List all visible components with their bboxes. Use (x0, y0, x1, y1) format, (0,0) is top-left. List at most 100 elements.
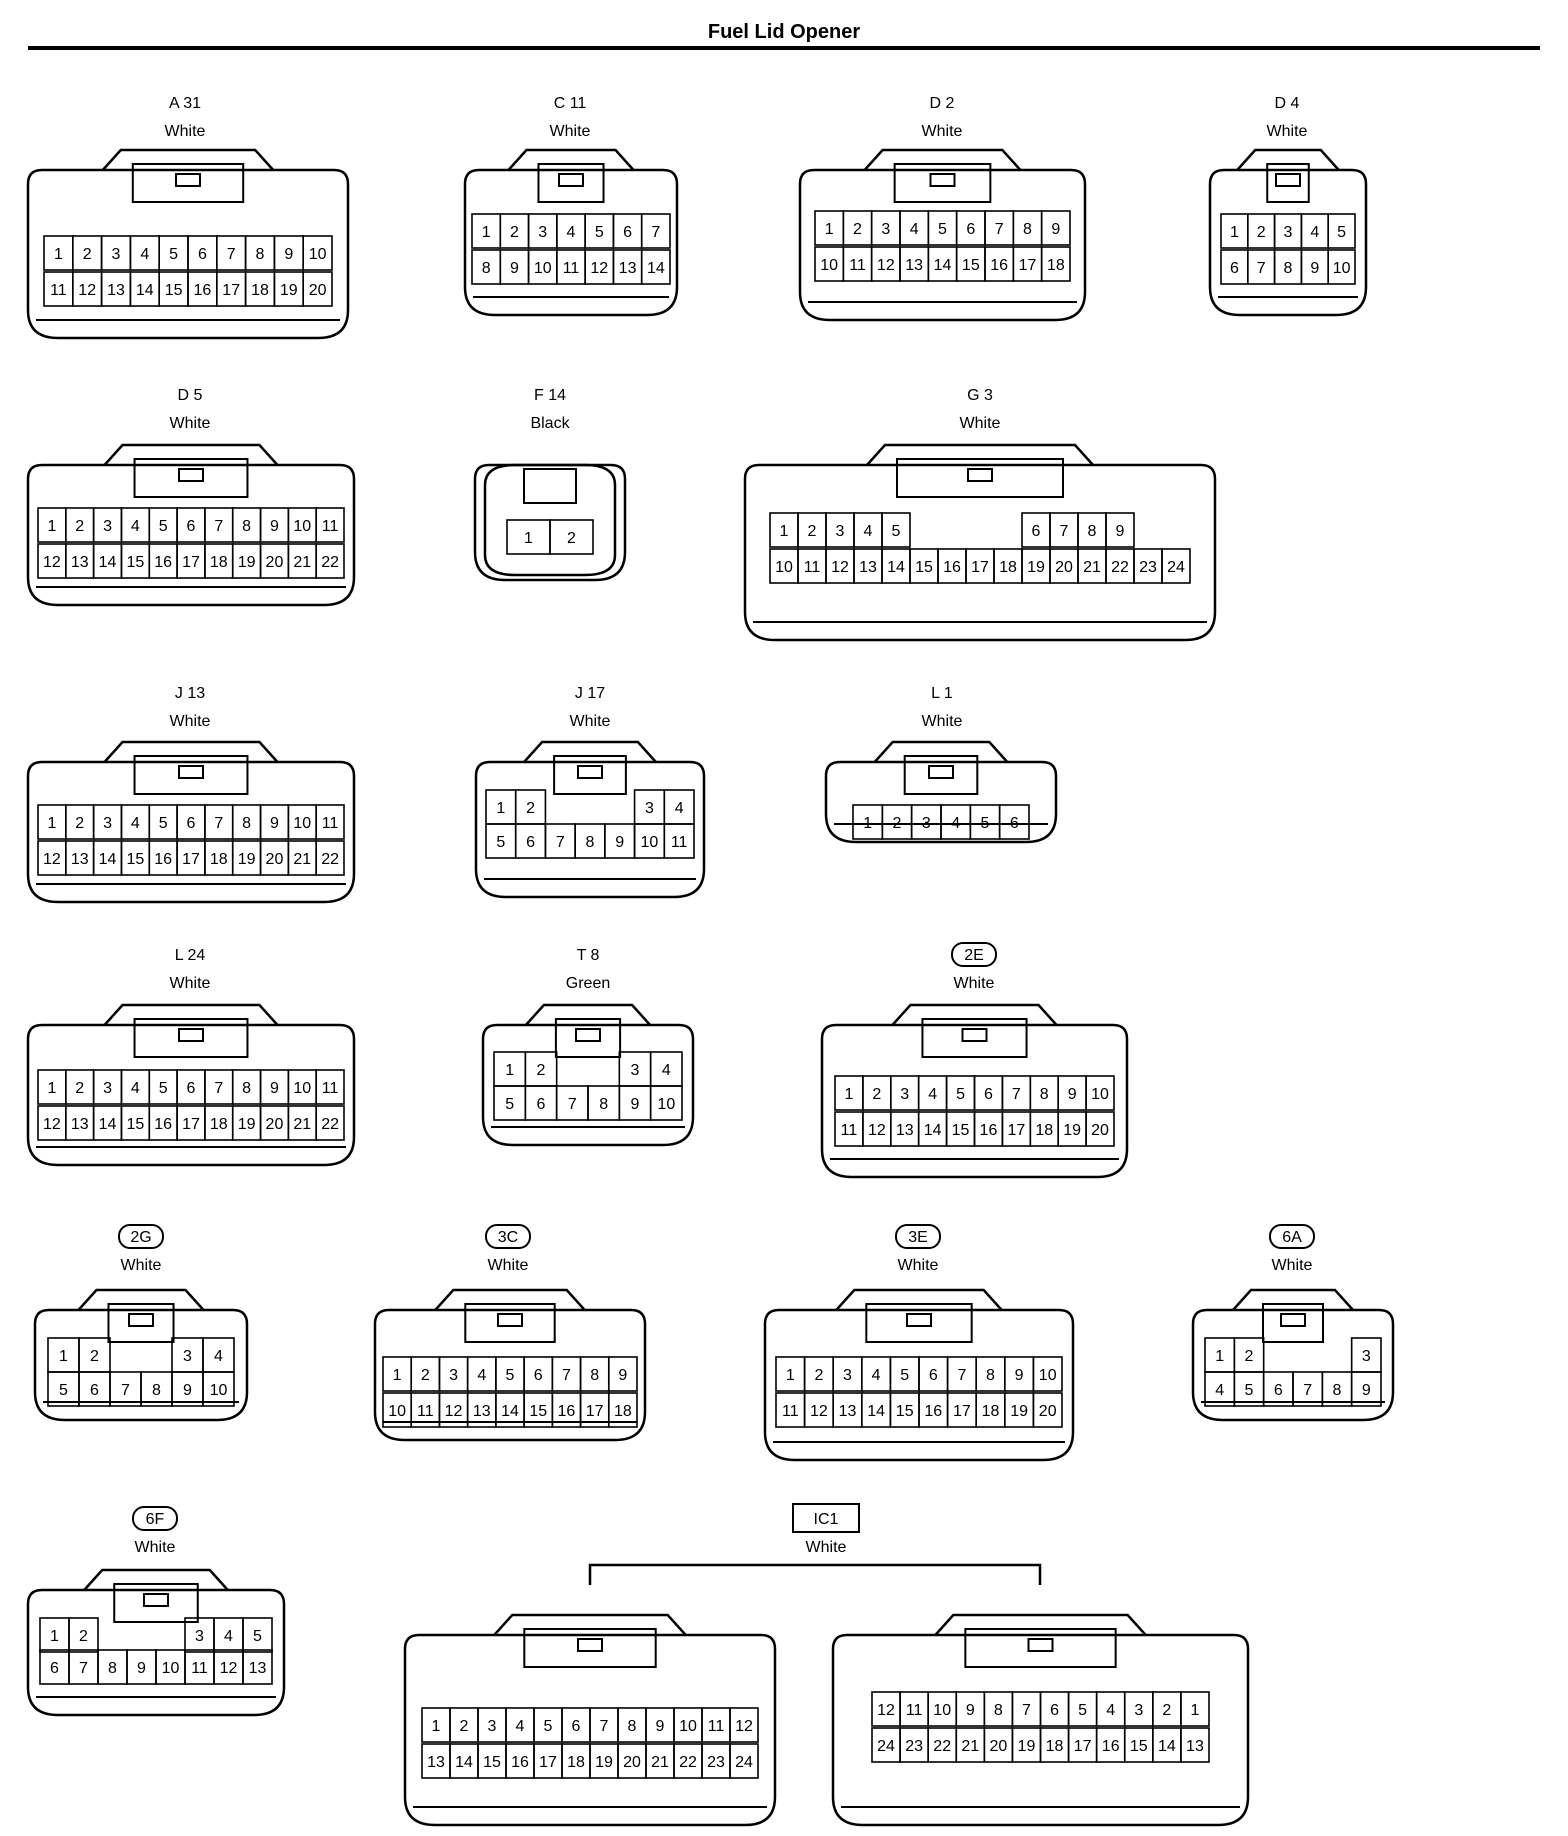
pin-number: 6 (1274, 1382, 1283, 1399)
pin-number: 6 (526, 834, 535, 851)
connector-code-box (792, 1503, 860, 1533)
pin-number: 23 (1139, 559, 1157, 576)
pin-number: 5 (956, 1086, 965, 1103)
pin-number: 5 (159, 518, 168, 535)
pin-number: 1 (393, 1367, 402, 1384)
pin-number: 20 (623, 1754, 641, 1771)
connector-color: White (165, 123, 206, 140)
connector-color: White (550, 123, 591, 140)
pin-number: 18 (210, 1116, 228, 1133)
pin-number: 17 (182, 1116, 200, 1133)
pin-number: 1 (50, 1628, 59, 1645)
connector-code: D 5 (178, 387, 203, 404)
connector-code: 2G (130, 1229, 151, 1246)
latch-hood (103, 443, 279, 466)
latch-window (553, 755, 627, 795)
housing-outline (831, 1633, 1250, 1827)
pin-number: 1 (47, 1080, 56, 1097)
latch-window (113, 1583, 199, 1623)
pin-number: 3 (631, 1062, 640, 1079)
pin-number: 13 (839, 1403, 857, 1420)
pin-number: 12 (590, 260, 608, 277)
latch-tab (577, 1638, 603, 1652)
pin-number: 7 (1303, 1382, 1312, 1399)
pin-number: 2 (83, 246, 92, 263)
pin-cell (242, 1617, 273, 1653)
housing-outline (1208, 168, 1368, 317)
pin-number: 6 (572, 1718, 581, 1735)
pin-number: 14 (501, 1403, 519, 1420)
pin-number: 13 (896, 1122, 914, 1139)
pin-number: 4 (675, 800, 684, 817)
pin-number: 17 (1074, 1738, 1092, 1755)
pin-cell (549, 519, 594, 555)
pin-number: 2 (1162, 1702, 1171, 1719)
pin-number: 6 (50, 1660, 59, 1677)
pin-number: 2 (814, 1367, 823, 1384)
pin-number: 4 (224, 1628, 233, 1645)
pin-number: 18 (210, 554, 228, 571)
pin-number: 5 (506, 1367, 515, 1384)
pin-number: 5 (900, 1367, 909, 1384)
latch-hood (103, 1003, 279, 1026)
latch-tab (178, 468, 204, 482)
pin-number: 1 (786, 1367, 795, 1384)
latch-window (964, 1628, 1117, 1668)
pin-number: 14 (99, 554, 117, 571)
pin-number: 9 (615, 834, 624, 851)
latch-window (464, 1303, 556, 1343)
pin-cell (1040, 246, 1071, 282)
housing-outline (473, 463, 627, 582)
pin-number: 17 (971, 559, 989, 576)
pin-number: 11 (841, 1122, 858, 1139)
pin-number: 18 (1035, 1122, 1053, 1139)
pin-number: 10 (162, 1660, 180, 1677)
housing-shell (483, 463, 617, 577)
latch-window (131, 163, 245, 203)
pin-number: 3 (843, 1367, 852, 1384)
housing-outline (474, 760, 706, 899)
pin-number: 19 (238, 554, 256, 571)
pin-number: 2 (872, 1086, 881, 1103)
pin-number: 10 (1039, 1367, 1057, 1384)
pin-number: 22 (321, 554, 339, 571)
pin-cell (315, 507, 345, 543)
pin-number: 16 (154, 1116, 172, 1133)
pin-number: 21 (293, 851, 311, 868)
connector-code: F 14 (534, 387, 566, 404)
pin-number: 5 (595, 224, 604, 241)
pin-number: 13 (71, 1116, 89, 1133)
connector-color: White (121, 1257, 162, 1274)
latch-hood (77, 1288, 205, 1311)
pin-cell (1040, 210, 1071, 246)
pin-number: 6 (1230, 260, 1239, 277)
pin-cell (649, 1085, 683, 1121)
pin-number: 3 (103, 1080, 112, 1097)
housing-outline (1191, 1308, 1395, 1422)
housing-outline (798, 168, 1087, 322)
pin-number: 17 (1007, 1122, 1025, 1139)
pin-number: 11 (322, 815, 339, 832)
pin-number: 19 (1018, 1738, 1036, 1755)
pin-number: 15 (126, 851, 144, 868)
pin-number: 3 (183, 1348, 192, 1365)
pin-number: 12 (43, 851, 61, 868)
pin-number: 5 (169, 246, 178, 263)
latch-hood (434, 1288, 586, 1311)
pin-number: 10 (775, 559, 793, 576)
housing-outline (26, 1023, 356, 1167)
pin-number: 6 (90, 1382, 99, 1399)
pin-number: 8 (1023, 221, 1032, 238)
pin-number: 3 (103, 815, 112, 832)
pin-number: 9 (1068, 1086, 1077, 1103)
pin-cell (1085, 1111, 1115, 1147)
pin-number: 2 (90, 1348, 99, 1365)
pin-number: 6 (984, 1086, 993, 1103)
pin-number: 5 (1078, 1702, 1087, 1719)
pin-number: 8 (482, 260, 491, 277)
pin-number: 15 (126, 554, 144, 571)
pin-number: 17 (182, 554, 200, 571)
